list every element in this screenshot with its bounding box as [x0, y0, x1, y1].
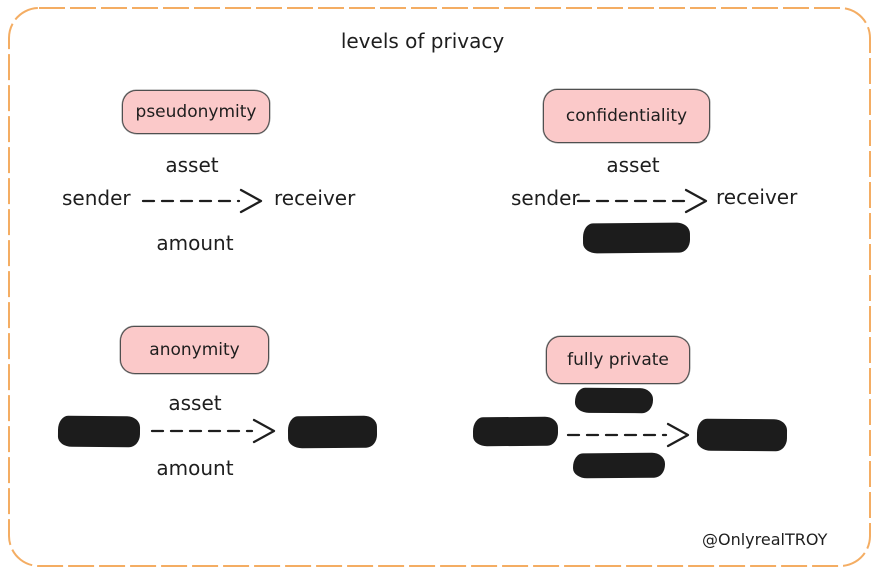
- dashed-arrow-icon: [150, 418, 276, 444]
- dashed-arrow-icon: [576, 188, 708, 214]
- author-signature: @OnlyrealTROY: [702, 530, 828, 549]
- pseudonymity-receiver-label: receiver: [274, 186, 356, 210]
- dashed-arrow-icon: [141, 188, 263, 214]
- confidentiality-asset-label: asset: [606, 153, 660, 177]
- anonymity-sender-redacted-bar: [57, 415, 141, 448]
- anonymity-amount-label: amount: [156, 456, 234, 480]
- confidentiality-amount-redacted-bar: [582, 222, 691, 254]
- fully-private-receiver-redacted-bar: [696, 418, 788, 452]
- anonymity-receiver-redacted-bar: [287, 415, 378, 449]
- pseudonymity-badge: pseudonymity: [122, 90, 270, 134]
- fully-private-asset-redacted-bar: [574, 387, 654, 414]
- pseudonymity-amount-label: amount: [156, 231, 234, 255]
- confidentiality-sender-label: sender: [511, 186, 580, 210]
- pseudonymity-sender-label: sender: [62, 186, 131, 210]
- confidentiality-receiver-label: receiver: [716, 185, 798, 209]
- diagram-title: levels of privacy: [340, 29, 505, 53]
- fully-private-sender-redacted-bar: [472, 416, 559, 447]
- dashed-arrow-icon: [566, 422, 690, 448]
- anonymity-asset-label: asset: [168, 391, 222, 415]
- fully-private-amount-redacted-bar: [572, 452, 666, 479]
- pseudonymity-asset-label: asset: [165, 153, 219, 177]
- anonymity-badge: anonymity: [120, 326, 269, 374]
- fully-private-badge: fully private: [546, 336, 690, 384]
- confidentiality-badge: confidentiality: [543, 89, 710, 143]
